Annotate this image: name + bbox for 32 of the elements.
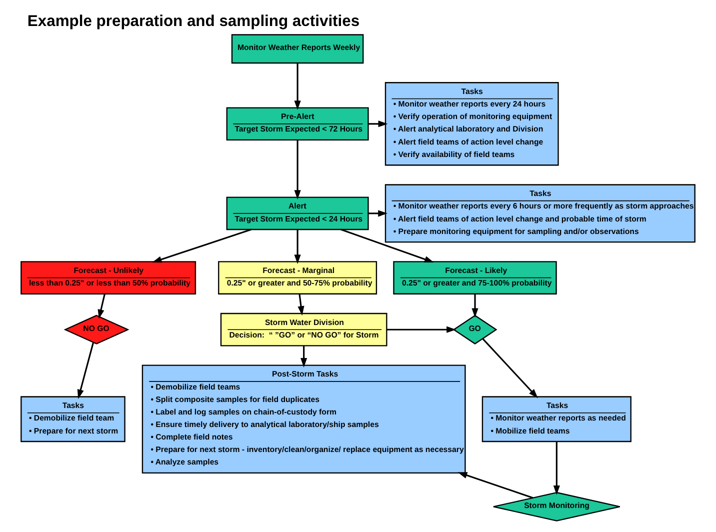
arrow xyxy=(553,442,560,495)
node-box: Pre-Alert Target Storm Expected < 72 Hours xyxy=(226,107,369,141)
node-box: Forecast - Marginal 0.25" or greater and 50-75% probability xyxy=(218,261,378,294)
arrow xyxy=(340,228,434,262)
node-box: Post-Storm Tasks • Demobilize field teams • Split composite samples for field duplicates • Label and log samples on chain-of-custody form • Ensure timely delivery to analytical laboratory/ship samples • Complete field notes • Prepare for next storm - inventory/clean/organize/ replace equipment as necessary • Analyze samples xyxy=(142,364,466,474)
arrow xyxy=(482,338,538,398)
arrow xyxy=(472,294,478,318)
arrow xyxy=(294,230,301,264)
node-box: Tasks • Monitor weather reports every 6 hours or more frequently as storm approaches • Alert field teams of action level change and probable time of storm • Prepare monitoring equipment for sampling and/or observations xyxy=(384,184,696,243)
arrow xyxy=(458,472,534,499)
node-box: Forecast - Unlikely less than 0.25" or less than 50% probability xyxy=(20,261,196,294)
node-box: Tasks • Demobilize field team • Prepare for next storm xyxy=(20,396,126,442)
node-box: Storm Water Division Decision: “ ”GO” or “NO GO” for Storm xyxy=(220,312,388,346)
arrow xyxy=(368,210,388,217)
diagram-title: Example preparation and sampling activities xyxy=(27,13,360,30)
node-box: Tasks • Monitor weather reports every 24 hours • Verify operation of monitoring equipment • Alert analytical laboratory and Division • Alert field teams of action level change • Verify availability of field teams xyxy=(384,82,559,166)
arrow xyxy=(294,140,301,200)
node-box: Forecast - Likely 0.25" or greater and 75-100% probability xyxy=(393,261,557,294)
node-diamond: GO xyxy=(452,314,498,344)
arrow xyxy=(152,228,252,263)
arrow xyxy=(77,342,94,400)
arrow xyxy=(294,63,301,110)
node-diamond: Storm Monitoring xyxy=(492,492,620,522)
arrow xyxy=(98,294,106,319)
arrow xyxy=(386,326,456,333)
node-diamond: NO GO xyxy=(64,314,130,344)
arrow xyxy=(298,294,304,316)
arrow xyxy=(300,346,308,368)
node-box: Alert Target Storm Expected < 24 Hours xyxy=(226,196,369,230)
node-box: Monitor Weather Reports Weekly xyxy=(231,34,364,64)
arrow xyxy=(368,120,388,128)
node-box: Tasks • Monitor weather reports as needed • Mobilize field teams xyxy=(482,396,632,442)
